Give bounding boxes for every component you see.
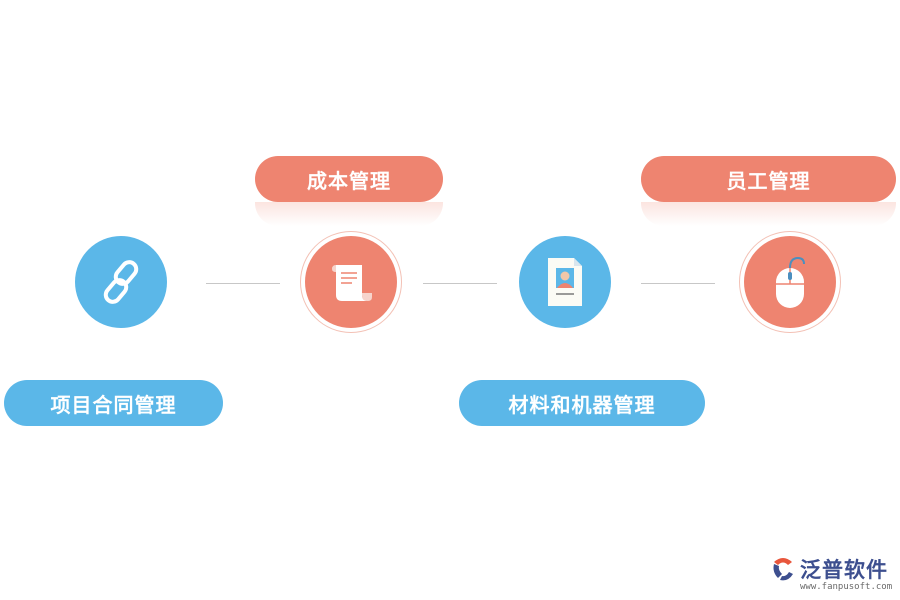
cost-management-reflection bbox=[255, 202, 443, 226]
brand-logo-icon bbox=[773, 558, 793, 581]
connector-line-3 bbox=[641, 283, 715, 284]
connector-line-1 bbox=[206, 283, 280, 284]
step-circle-staff bbox=[744, 236, 836, 328]
step-circle-cost bbox=[305, 236, 397, 328]
brand-logo: 泛普软件 www.fanpusoft.com bbox=[770, 552, 895, 596]
id-document-icon bbox=[548, 258, 582, 306]
step-circle-contract bbox=[75, 236, 167, 328]
step-label-cost-management: 成本管理 bbox=[255, 156, 443, 202]
scroll-icon bbox=[332, 265, 372, 301]
step-circle-materials bbox=[519, 236, 611, 328]
step-label-staff-management: 员工管理 bbox=[641, 156, 896, 202]
brand-url: www.fanpusoft.com bbox=[800, 582, 893, 592]
mouse-icon bbox=[776, 256, 805, 308]
step-label-materials-machines-management: 材料和机器管理 bbox=[459, 380, 705, 426]
link-icon bbox=[103, 260, 139, 304]
connector-line-2 bbox=[423, 283, 497, 284]
step-label-contract-management: 项目合同管理 bbox=[4, 380, 223, 426]
brand-name: 泛普软件 bbox=[800, 558, 888, 582]
staff-management-reflection bbox=[641, 202, 896, 226]
